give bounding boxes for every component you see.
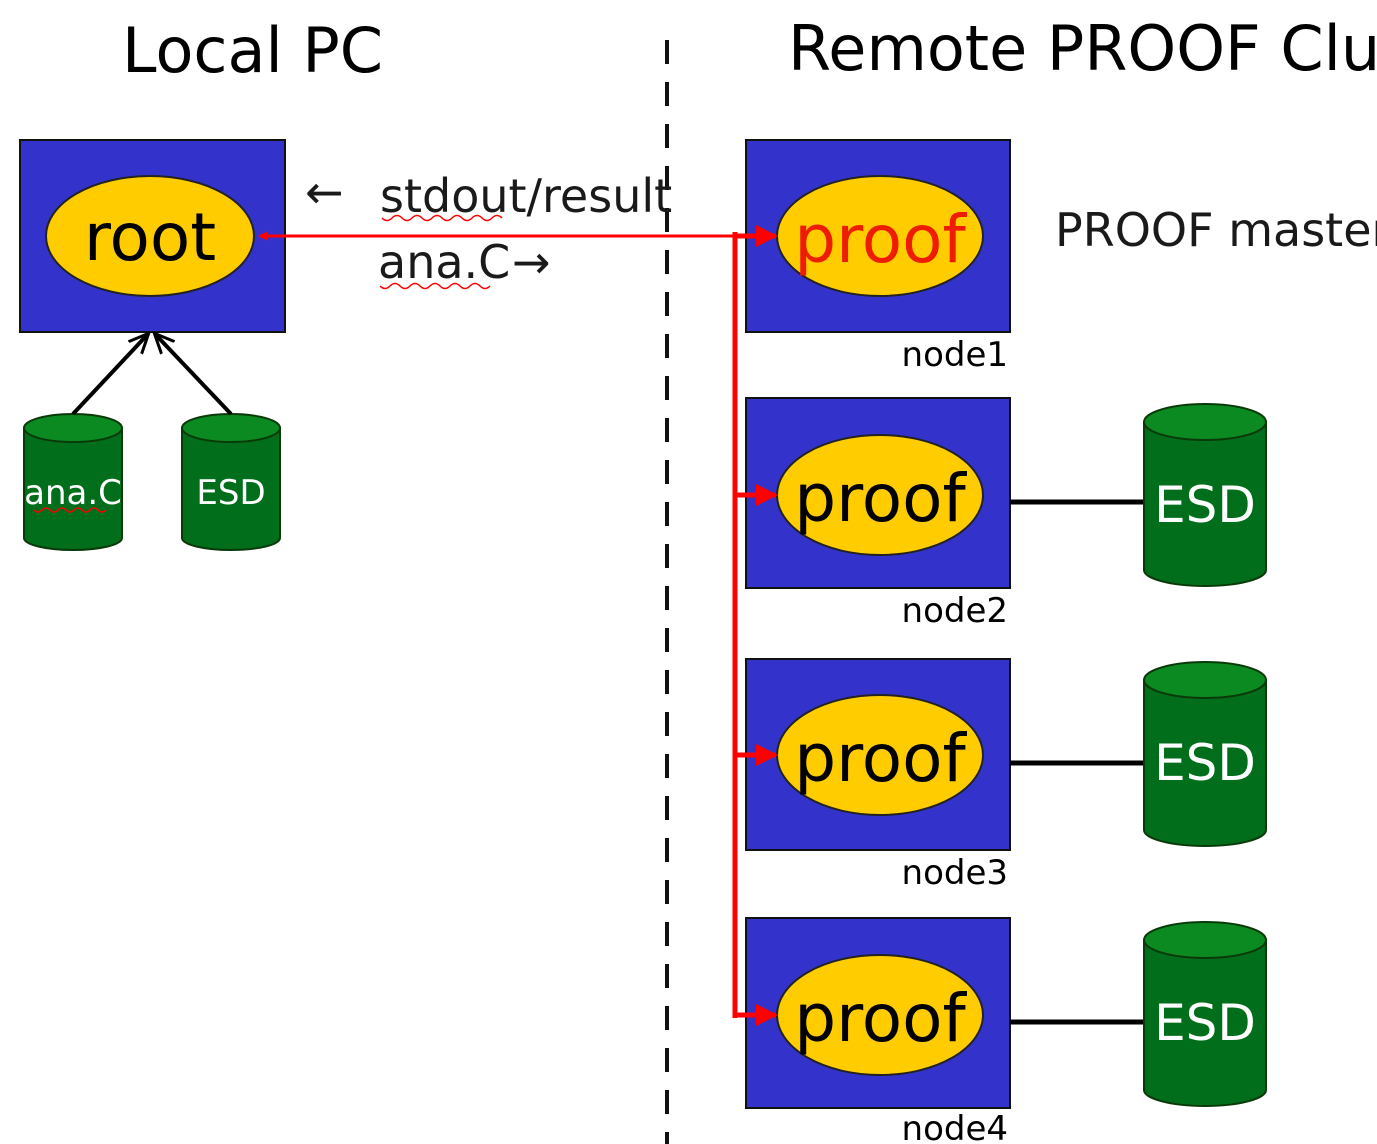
node-1-process-label: proof xyxy=(794,201,967,278)
node-4-esd-label: ESD xyxy=(1154,994,1256,1052)
spellcheck-underline-stdout xyxy=(381,214,503,222)
local-db-ana-c[interactable]: ana.C xyxy=(23,413,123,551)
node-2-name: node2 xyxy=(902,591,1008,631)
esd-to-root-arrow xyxy=(155,334,233,416)
node-4-process-label: proof xyxy=(794,980,967,1057)
local-db-ana-c-label: ana.C xyxy=(24,473,122,513)
stdout-result-label: stdout/result xyxy=(380,169,672,223)
node-4-esd-db[interactable]: ESD xyxy=(1143,921,1267,1107)
local-db-esd-label: ESD xyxy=(196,473,265,513)
spellcheck-underline-ana xyxy=(379,282,491,290)
local-db-esd[interactable]: ESD xyxy=(181,413,281,551)
node-3-process-label: proof xyxy=(794,720,967,797)
node-4-name: node4 xyxy=(902,1109,1008,1144)
node-2-esd-label: ESD xyxy=(1154,476,1256,534)
forward-arrow-glyph: → xyxy=(512,235,551,289)
remote-cluster-title: Remote PROOF Cluster xyxy=(788,12,1377,85)
node-1-name: node1 xyxy=(902,335,1008,375)
node-3-esd-label: ESD xyxy=(1154,734,1256,792)
cluster-node-3[interactable]: proof xyxy=(745,658,1011,851)
proof-master-label: PROOF master xyxy=(1055,203,1377,257)
node-2-process-label: proof xyxy=(794,460,967,537)
spellcheck-underline xyxy=(33,507,107,513)
node-3-esd-db[interactable]: ESD xyxy=(1143,661,1267,847)
local-pc-box[interactable]: root xyxy=(19,139,286,333)
root-process-oval xyxy=(45,175,255,297)
cluster-node-2[interactable]: proof xyxy=(745,397,1011,589)
ana-c-to-root-arrow xyxy=(71,334,148,416)
root-process-label: root xyxy=(84,199,216,276)
node-3-name: node3 xyxy=(902,853,1008,893)
ana-c-send-label: ana.C xyxy=(378,235,510,289)
node-2-esd-db[interactable]: ESD xyxy=(1143,403,1267,587)
local-pc-title: Local PC xyxy=(122,14,383,87)
cluster-node-1[interactable]: proof xyxy=(745,139,1011,333)
cluster-node-4[interactable]: proof xyxy=(745,917,1011,1109)
back-arrow-glyph: ← xyxy=(305,165,344,219)
